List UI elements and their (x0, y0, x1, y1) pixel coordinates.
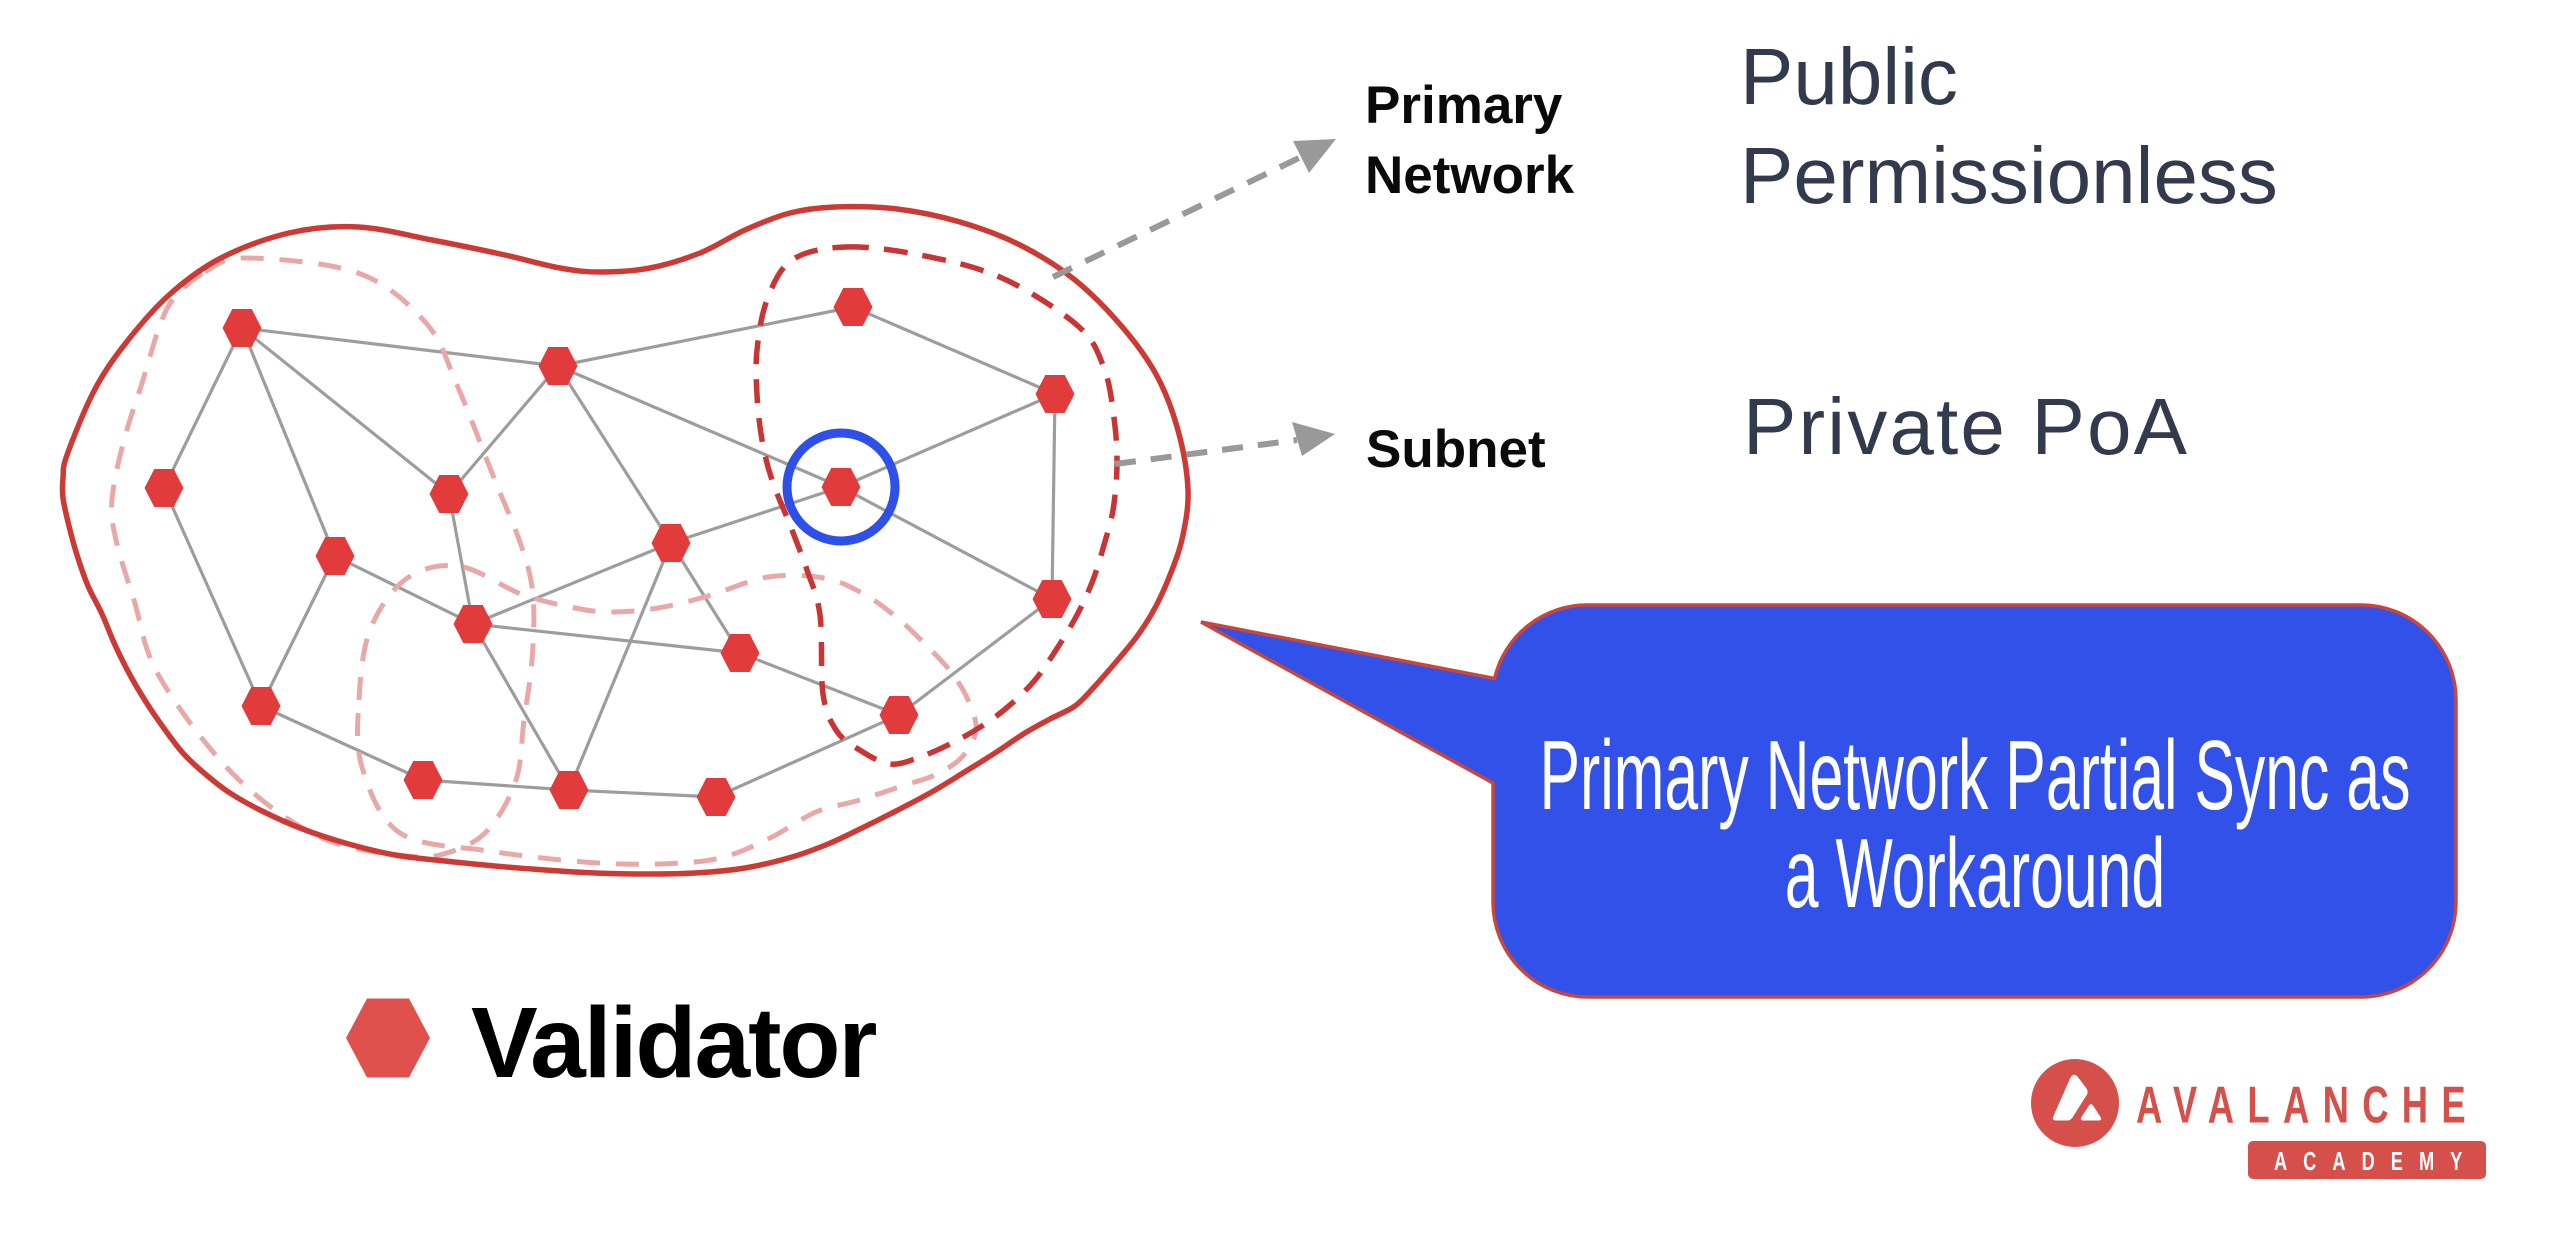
svg-text:Subnet: Subnet (1366, 420, 1546, 479)
svg-text:Permissionless: Permissionless (1740, 131, 2278, 220)
svg-text:ACADEMY: ACADEMY (2274, 1147, 2462, 1176)
svg-text:Primary: Primary (1365, 76, 1563, 135)
svg-text:Primary Network Partial Sync a: Primary Network Partial Sync as (1540, 721, 2411, 830)
svg-text:Network: Network (1365, 146, 1575, 205)
svg-text:a Workaround: a Workaround (1785, 819, 2165, 928)
svg-text:Private PoA: Private PoA (1743, 382, 2188, 471)
svg-text:AVALANCHE: AVALANCHE (2136, 1075, 2466, 1134)
svg-text:Public: Public (1740, 32, 1958, 121)
svg-text:Validator: Validator (471, 987, 876, 1099)
